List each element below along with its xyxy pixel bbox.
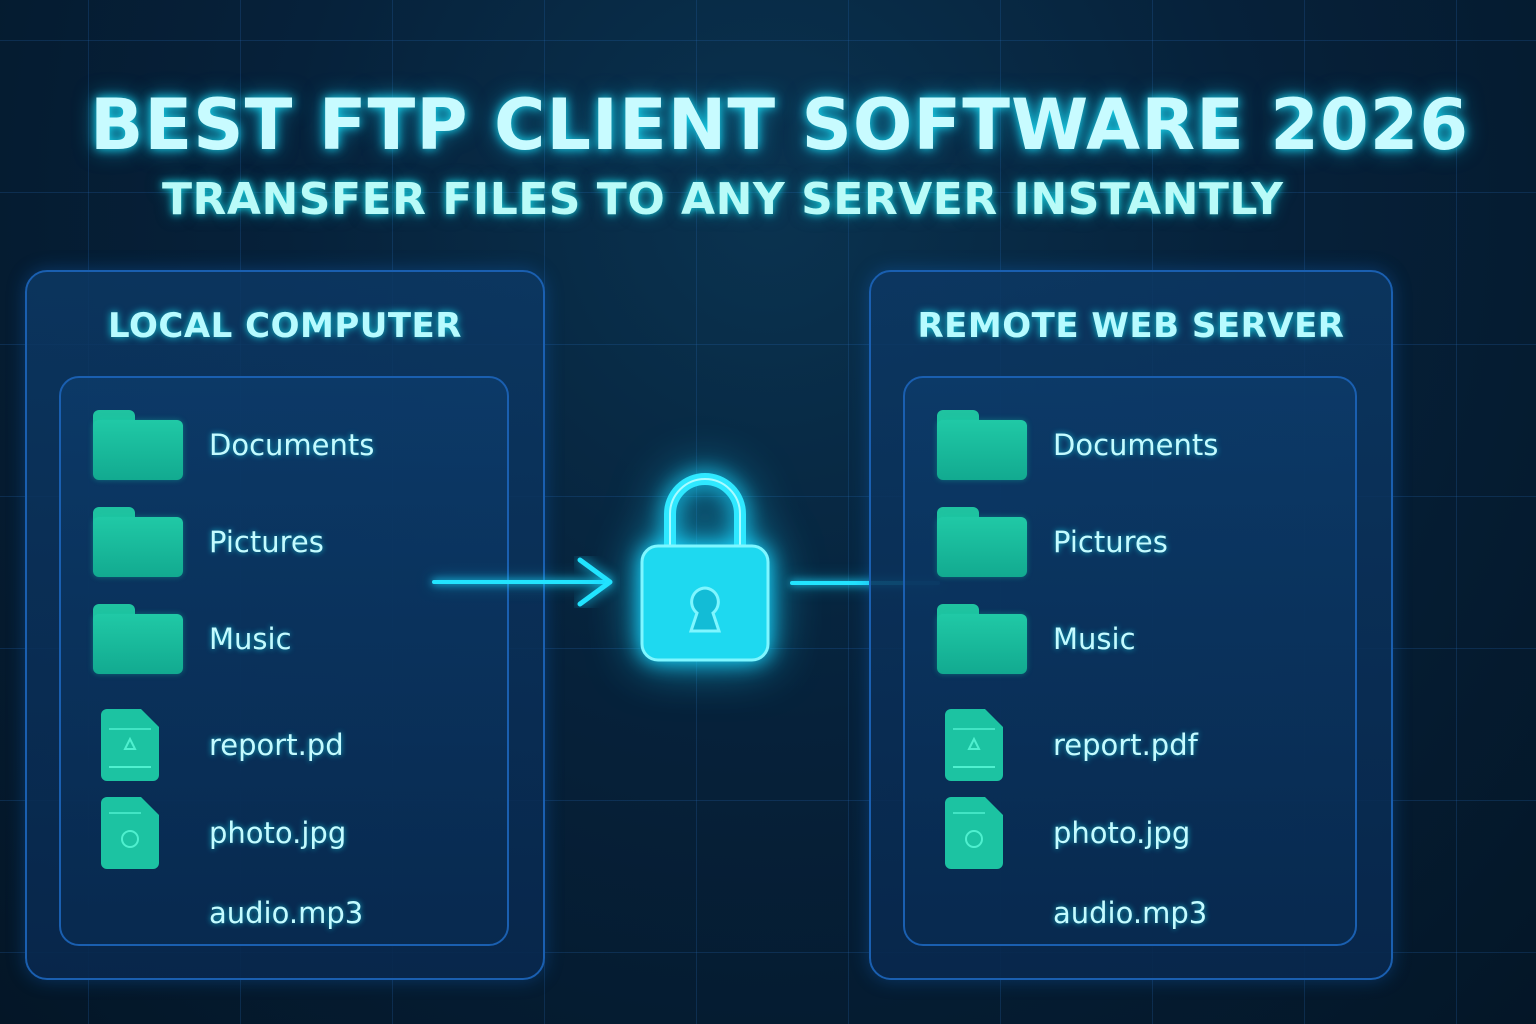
list-item-pictures[interactable]: Pictures bbox=[937, 507, 1168, 577]
arrow-head-icon bbox=[577, 557, 613, 607]
page-subtitle: TRANSFER FILES TO ANY SERVER INSTANTLY bbox=[162, 174, 1284, 225]
list-item-photo[interactable]: photo.jpg bbox=[93, 797, 346, 869]
remote-file-list: Documents Pictures Music report.pdf phot… bbox=[903, 376, 1357, 946]
image-file-icon bbox=[945, 797, 1003, 869]
item-label: photo.jpg bbox=[209, 816, 347, 850]
local-file-list: Documents Pictures Music report.pd photo… bbox=[59, 376, 509, 946]
folder-icon bbox=[93, 410, 183, 480]
image-file-icon bbox=[101, 797, 159, 869]
item-label: photo.jpg bbox=[1053, 816, 1191, 850]
transfer-line-right bbox=[790, 581, 940, 585]
list-item-documents[interactable]: Documents bbox=[937, 410, 1218, 480]
folder-icon bbox=[937, 410, 1027, 480]
list-item-report[interactable]: report.pdf bbox=[937, 709, 1198, 781]
item-label: audio.mp3 bbox=[1053, 896, 1208, 930]
transfer-arrow-line bbox=[432, 580, 610, 584]
folder-icon bbox=[93, 507, 183, 577]
list-item-report[interactable]: report.pd bbox=[93, 709, 344, 781]
list-item-music[interactable]: Music bbox=[937, 604, 1136, 674]
item-label: Music bbox=[209, 622, 292, 656]
item-label: Pictures bbox=[1053, 525, 1168, 559]
list-item-music[interactable]: Music bbox=[93, 604, 292, 674]
list-item-pictures[interactable]: Pictures bbox=[93, 507, 324, 577]
remote-web-server-panel: REMOTE WEB SERVER Documents Pictures Mus… bbox=[869, 270, 1393, 980]
pdf-file-icon bbox=[101, 709, 159, 781]
padlock-icon bbox=[630, 462, 780, 672]
list-item-photo[interactable]: photo.jpg bbox=[937, 797, 1190, 869]
panel-title: REMOTE WEB SERVER bbox=[917, 306, 1345, 346]
item-label: audio.mp3 bbox=[209, 896, 364, 930]
item-label: Documents bbox=[209, 428, 375, 462]
local-computer-panel: LOCAL COMPUTER Documents Pictures Music … bbox=[25, 270, 545, 980]
item-label: Music bbox=[1053, 622, 1136, 656]
folder-icon bbox=[93, 604, 183, 674]
page-title: BEST FTP CLIENT SOFTWARE 2026 bbox=[90, 84, 1470, 166]
panel-title: LOCAL COMPUTER bbox=[108, 306, 462, 346]
list-item-documents[interactable]: Documents bbox=[93, 410, 374, 480]
item-label: Documents bbox=[1053, 428, 1219, 462]
folder-icon bbox=[937, 604, 1027, 674]
item-label: report.pd bbox=[209, 728, 344, 762]
pdf-file-icon bbox=[945, 709, 1003, 781]
item-label: report.pdf bbox=[1053, 728, 1198, 762]
folder-icon bbox=[937, 507, 1027, 577]
item-label: Pictures bbox=[209, 525, 324, 559]
